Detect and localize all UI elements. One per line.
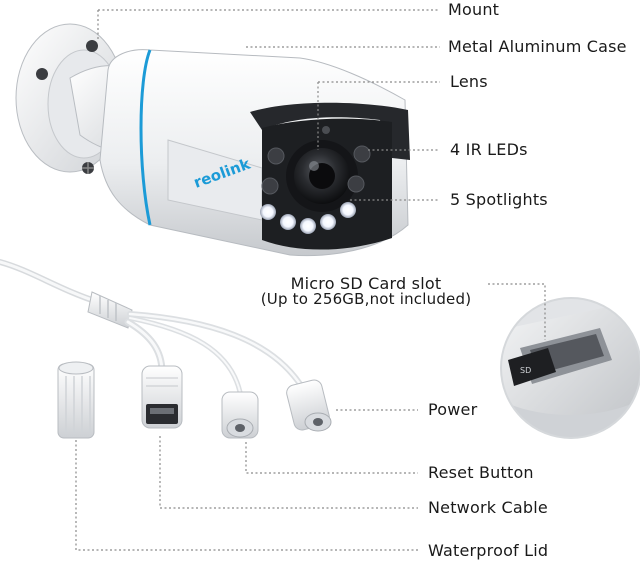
- label-ir-leds: 4 IR LEDs: [450, 140, 528, 159]
- cable-assembly: [0, 259, 332, 439]
- lens: [286, 126, 358, 212]
- label-power: Power: [428, 400, 478, 419]
- cable-splitter: [87, 291, 133, 329]
- label-metal-case: Metal Aluminum Case: [448, 37, 627, 56]
- sd-card-text: SD: [520, 366, 531, 375]
- label-lens: Lens: [450, 72, 488, 91]
- power-connector: [286, 379, 332, 432]
- leader-mount: [97, 9, 440, 40]
- reset-connector: [221, 391, 259, 439]
- network-connector: [141, 365, 183, 429]
- leader-sd: [488, 283, 546, 340]
- label-sd-slot: Micro SD Card slot: [290, 274, 442, 293]
- screw-icon: [86, 40, 98, 52]
- leader-reset: [245, 442, 418, 474]
- sun-shield: [250, 102, 410, 160]
- leader-lid: [75, 440, 418, 551]
- label-spotlights: 5 Spotlights: [450, 190, 548, 209]
- label-network-cable: Network Cable: [428, 498, 548, 517]
- sd-card: [508, 348, 556, 386]
- label-reset-button: Reset Button: [428, 463, 534, 482]
- sd-card-inset: SD: [500, 297, 640, 439]
- label-mount: Mount: [448, 0, 500, 19]
- screw-icon: [36, 68, 48, 80]
- camera: reolink: [15, 23, 410, 257]
- leader-lines: [75, 9, 546, 551]
- label-waterproof-lid: Waterproof Lid: [428, 541, 549, 560]
- ir-leds: [261, 145, 371, 195]
- leader-network: [159, 436, 418, 509]
- accent-ring: [139, 49, 152, 226]
- spotlights: [260, 202, 356, 234]
- waterproof-lid: [57, 361, 95, 439]
- label-sd-capacity: (Up to 256GB,not included): [260, 290, 472, 308]
